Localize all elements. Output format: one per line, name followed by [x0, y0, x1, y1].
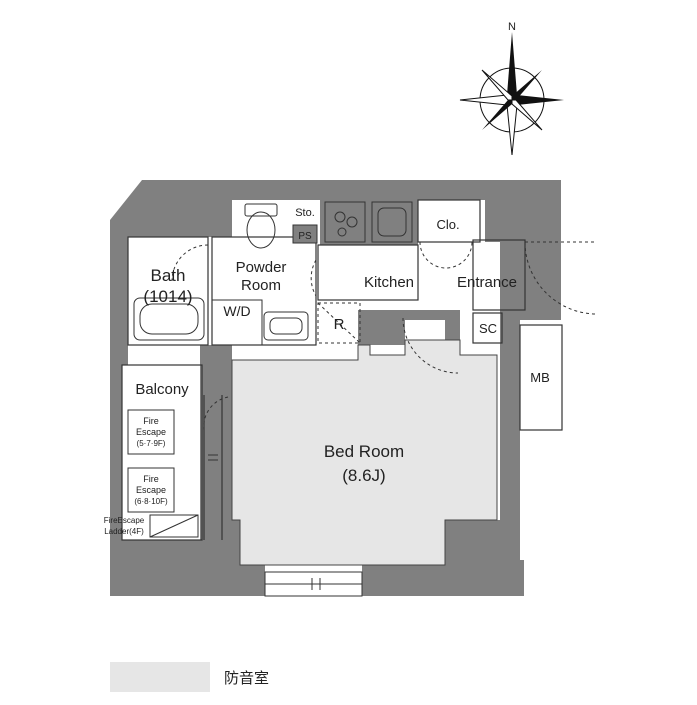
- interior-partitions: [121, 199, 563, 541]
- powder-door-icon: [310, 259, 317, 297]
- bedroom-door-icon: [402, 317, 459, 374]
- entrance-label: Entrance: [457, 274, 517, 291]
- balcony-label: Balcony: [135, 381, 189, 398]
- legend-swatch: [110, 662, 210, 692]
- fire-escape-ladder-line1: FireEscape: [104, 516, 145, 525]
- refrigerator-box-icon: [317, 302, 361, 344]
- powder-room-label-1: Powder: [236, 259, 287, 276]
- fire-escape-2-line2: Escape: [136, 485, 166, 495]
- bath-size-label: (1014): [143, 287, 192, 306]
- washer-label: W/D: [223, 303, 250, 319]
- bathtub-icon: [133, 297, 205, 341]
- washbasin-icon: [263, 311, 309, 341]
- fire-escape-1-line2: Escape: [136, 427, 166, 437]
- bedroom-size-label: (8.6J): [342, 466, 385, 485]
- fire-escape-1-line1: Fire: [143, 416, 159, 426]
- doors: [171, 241, 598, 431]
- bedroom-floor: [231, 339, 498, 566]
- fixtures: [127, 201, 413, 538]
- north-label: N: [508, 21, 516, 33]
- bath-door-icon: [171, 244, 209, 282]
- toilet-icon: [246, 211, 276, 249]
- closet-label: Clo.: [436, 217, 459, 232]
- pipe-space-icon: [292, 224, 318, 244]
- stove-icon: [324, 201, 366, 243]
- meter-box-label: MB: [530, 370, 550, 385]
- fire-escape-2-line1: Fire: [143, 474, 159, 484]
- refrigerator-label: R: [334, 316, 345, 333]
- kitchen-label: Kitchen: [364, 274, 414, 291]
- closet-door-icon: [419, 241, 473, 269]
- fire-escape-ladder-line2: Ladder(4F): [104, 527, 144, 536]
- powder-room-label-2: Room: [241, 277, 281, 294]
- bath-label: Bath: [151, 266, 186, 285]
- labels: Bath (1014) Powder Room Sto. PS W/D R Ki…: [104, 207, 550, 536]
- legend: 防音室: [110, 662, 269, 692]
- legend-label: 防音室: [224, 668, 270, 687]
- washer-box-icon: [211, 299, 263, 346]
- entrance-door-icon: [524, 241, 598, 315]
- fire-escape-1-line3: (5·7·9F): [137, 439, 166, 448]
- sink-icon: [371, 201, 413, 243]
- fire-escape-2-line3: (6·8·10F): [134, 497, 168, 506]
- pipe-space-label: PS: [298, 231, 312, 242]
- compass-icon: N: [459, 21, 564, 156]
- walls: [110, 180, 561, 596]
- windows: [208, 454, 363, 597]
- shoe-closet-label: SC: [479, 321, 497, 336]
- bedroom-label: Bed Room: [324, 442, 404, 461]
- storage-label: Sto.: [295, 207, 315, 219]
